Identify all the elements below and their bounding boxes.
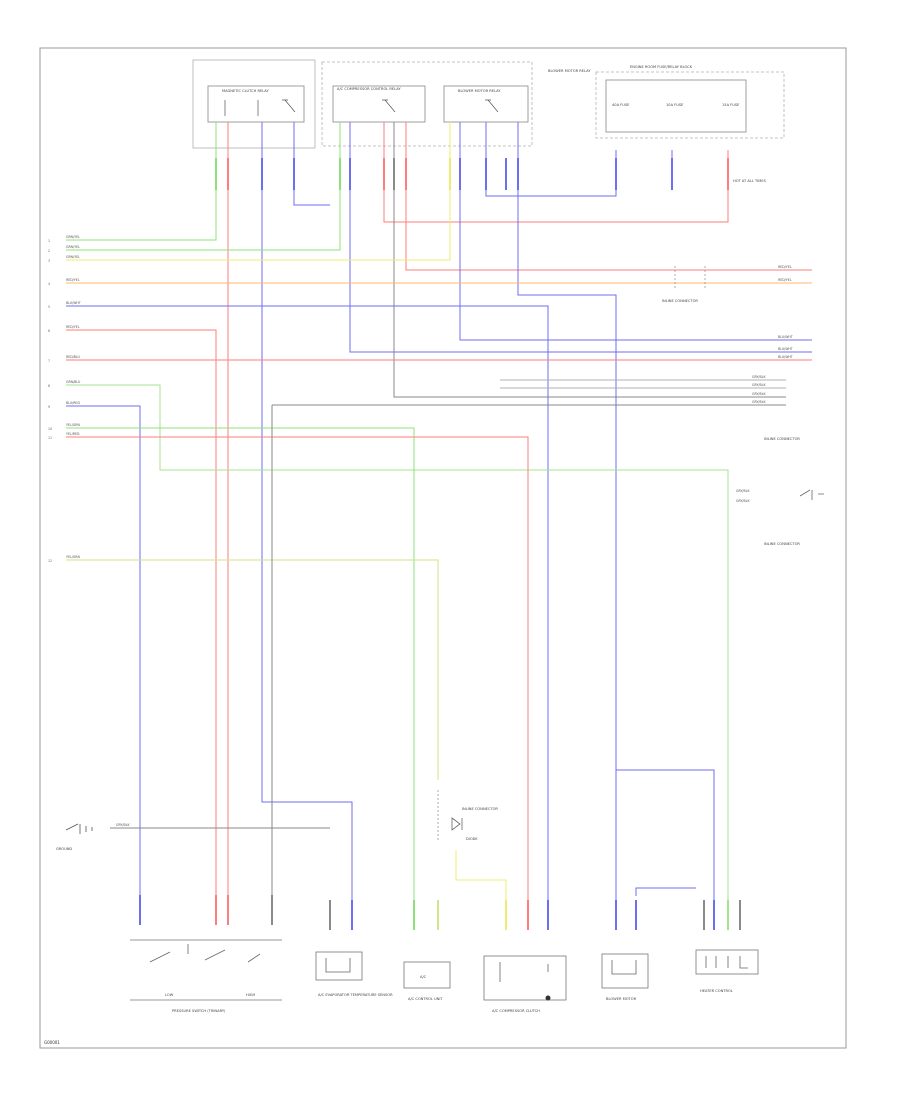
svg-text:GRN/YEL: GRN/YEL (66, 255, 80, 259)
svg-text:GRY/BLK: GRY/BLK (736, 499, 750, 503)
relay-3-label: BLOWER MOTOR RELAY (458, 89, 501, 93)
svg-text:INLINE CONNECTOR: INLINE CONNECTOR (662, 299, 698, 303)
svg-text:GRY/BLK: GRY/BLK (752, 375, 766, 379)
svg-text:3: 3 (48, 259, 50, 263)
top-connector-stubs (215, 158, 729, 190)
right-wire-labels: RED/YEL RED/YEL BLU/WHT BLU/WHT BLU/WHT … (116, 265, 793, 827)
svg-text:HEATER CONTROL: HEATER CONTROL (700, 989, 733, 993)
bottom-connector-stubs (139, 895, 741, 930)
fuse-block-label: ENGINE ROOM FUSE/RELAY BLOCK (630, 65, 693, 69)
svg-text:GRY/BLK: GRY/BLK (116, 823, 130, 827)
svg-text:A/C: A/C (420, 975, 427, 979)
svg-text:GRN/YEL: GRN/YEL (66, 235, 80, 239)
relay-box-1 (192, 59, 316, 149)
blower-motor: BLOWER MOTOR (601, 953, 649, 1001)
svg-text:A/C COMPRESSOR CLUTCH: A/C COMPRESSOR CLUTCH (492, 1009, 540, 1013)
svg-text:YEL/GRN: YEL/GRN (66, 423, 80, 427)
svg-text:A/C CONTROL UNIT: A/C CONTROL UNIT (408, 997, 443, 1001)
svg-text:PRESSURE SWITCH (TRINARY): PRESSURE SWITCH (TRINARY) (172, 1009, 226, 1013)
wires-vertical-top (66, 122, 812, 900)
relay-2-label: A/C COMPRESSOR CONTROL RELAY (337, 87, 401, 91)
wires-horizontal (66, 282, 812, 900)
svg-text:RED/YEL: RED/YEL (778, 278, 792, 282)
relay-1-coil (224, 100, 259, 116)
svg-text:RED/YEL: RED/YEL (66, 278, 80, 282)
fuse-3-label: 15A FUSE (722, 103, 740, 107)
relay-box-2 (321, 61, 533, 147)
svg-text:LOW: LOW (165, 993, 174, 997)
svg-text:1: 1 (48, 239, 50, 243)
svg-text:GRN/YEL: GRN/YEL (66, 245, 80, 249)
left-pin-numbers: 1 2 3 4 5 6 7 8 9 10 11 12 (48, 239, 52, 563)
relay-1-label: MAGNETIC CLUTCH RELAY (222, 89, 269, 93)
compressor-clutch: A/C COMPRESSOR CLUTCH (483, 955, 567, 1013)
svg-text:5: 5 (48, 305, 50, 309)
relay-3-switch (485, 99, 499, 113)
pressure-switch: LOW HIGH PRESSURE SWITCH (TRINARY) (130, 939, 282, 1013)
fuse-note: HOT AT ALL TIMES (733, 179, 767, 183)
svg-text:INLINE CONNECTOR: INLINE CONNECTOR (462, 807, 498, 811)
svg-text:GRY/BLK: GRY/BLK (752, 383, 766, 387)
relay-2 (332, 85, 426, 123)
svg-text:BLU/WHT: BLU/WHT (778, 335, 793, 339)
svg-text:DIODE: DIODE (466, 837, 478, 841)
svg-text:GROUND: GROUND (56, 847, 72, 851)
left-wire-labels: GRN/YEL GRN/YEL GRN/YEL RED/YEL BLU/WHT … (66, 235, 81, 559)
svg-text:GRY/BLK: GRY/BLK (752, 392, 766, 396)
fuse-1-label: 40A FUSE (612, 103, 630, 107)
svg-text:4: 4 (48, 282, 50, 286)
svg-text:7: 7 (48, 359, 50, 363)
svg-text:BLU/RED: BLU/RED (66, 401, 80, 405)
svg-text:GRY/BLK: GRY/BLK (736, 489, 750, 493)
ac-control-unit: A/C A/C CONTROL UNIT (403, 961, 451, 1001)
heater-control: HEATER CONTROL (695, 949, 759, 993)
diagram-frame (39, 47, 847, 1049)
relay-1 (207, 85, 305, 123)
svg-text:BLU/WHT: BLU/WHT (66, 301, 81, 305)
fuse-block-box (595, 71, 785, 139)
svg-text:BLU/WHT: BLU/WHT (778, 347, 793, 351)
svg-text:A/C EVAPORATOR TEMPERATURE SEN: A/C EVAPORATOR TEMPERATURE SENSOR (318, 993, 393, 997)
svg-text:8: 8 (48, 384, 50, 388)
svg-text:2: 2 (48, 249, 50, 253)
svg-text:9: 9 (48, 405, 50, 409)
svg-text:RED/BLU: RED/BLU (66, 355, 81, 359)
svg-text:GRY/BLK: GRY/BLK (752, 400, 766, 404)
svg-text:BLOWER MOTOR: BLOWER MOTOR (606, 997, 637, 1001)
svg-text:11: 11 (48, 436, 52, 440)
inline-connector-mid: INLINE CONNECTOR (662, 266, 706, 303)
fuse-block-inner (605, 79, 747, 133)
svg-text:RED/YEL: RED/YEL (778, 265, 792, 269)
diagram-reference: G00001 (44, 1040, 60, 1045)
relay-1-switch (282, 99, 296, 113)
svg-text:10: 10 (48, 427, 52, 431)
relay-2-switch (382, 99, 396, 113)
evaporator-sensor: A/C EVAPORATOR TEMPERATURE SENSOR (315, 951, 393, 997)
center-connector: INLINE CONNECTOR DIODE (437, 790, 498, 841)
svg-text:GRN/BLU: GRN/BLU (66, 380, 81, 384)
connector-right-top-label: INLINE CONNECTOR (764, 437, 800, 441)
svg-text:12: 12 (48, 559, 52, 563)
connector-right-bottom-label: INLINE CONNECTOR (764, 542, 800, 546)
svg-text:BLU/WHT: BLU/WHT (778, 355, 793, 359)
svg-text:YEL/GRN: YEL/GRN (66, 555, 80, 559)
ground-symbol: GROUND (56, 823, 93, 851)
svg-text:YEL/RED: YEL/RED (66, 432, 80, 436)
svg-text:6: 6 (48, 329, 50, 333)
svg-text:HIGH: HIGH (246, 993, 256, 997)
fuse-2-label: 10A FUSE (666, 103, 684, 107)
svg-text:RED/YEL: RED/YEL (66, 325, 80, 329)
fuse-side-label: BLOWER MOTOR RELAY (548, 69, 591, 73)
right-switch-symbol (799, 489, 824, 500)
